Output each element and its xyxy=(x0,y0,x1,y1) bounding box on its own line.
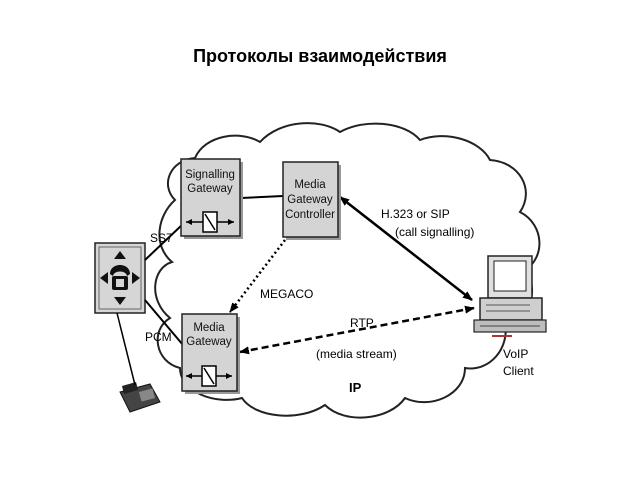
call-signalling-label: (call signalling) xyxy=(395,225,474,239)
rtp-label: RTP xyxy=(350,316,374,330)
sg-label-line1: Signalling xyxy=(185,169,235,181)
media-stream-label: (media stream) xyxy=(316,347,397,361)
voip-client-computer-icon xyxy=(473,255,547,337)
ss7-label: SS7 xyxy=(150,231,173,245)
pcm-link xyxy=(144,299,184,346)
gateway-relay-icon xyxy=(186,211,234,233)
phone-link xyxy=(116,312,136,386)
media-gateway-controller: Media Gateway Controller xyxy=(282,161,341,240)
desk-phone-icon xyxy=(119,382,161,413)
ss7-link xyxy=(144,223,184,261)
mg-label-line1: Media xyxy=(193,322,225,334)
mg-label-line2: Gateway xyxy=(186,336,232,348)
mgc-label-line2: Gateway xyxy=(287,194,333,206)
rtp-arrow xyxy=(239,305,475,355)
telephone-switch xyxy=(94,242,146,314)
megaco-label: MEGACO xyxy=(260,287,313,301)
call-signalling-arrow xyxy=(339,196,473,301)
sg-mgc-link xyxy=(240,195,284,199)
gateway-relay-icon xyxy=(186,365,232,387)
megaco-arrow xyxy=(229,239,286,313)
mgc-label-line1: Media xyxy=(294,179,326,191)
voip-client-label-line1: VoIP xyxy=(503,347,528,361)
voip-client-label-line2: Client xyxy=(503,364,534,378)
media-gateway: Media Gateway xyxy=(181,313,240,394)
h323-sip-label: H.323 or SIP xyxy=(381,207,450,221)
sg-label-line2: Gateway xyxy=(187,183,233,195)
pcm-label: PCM xyxy=(145,330,172,344)
ip-label: IP xyxy=(349,380,362,395)
page-title: Протоколы взаимодействия xyxy=(193,46,447,66)
signalling-gateway: Signalling Gateway xyxy=(180,158,243,239)
mgc-label-line3: Controller xyxy=(285,209,335,221)
